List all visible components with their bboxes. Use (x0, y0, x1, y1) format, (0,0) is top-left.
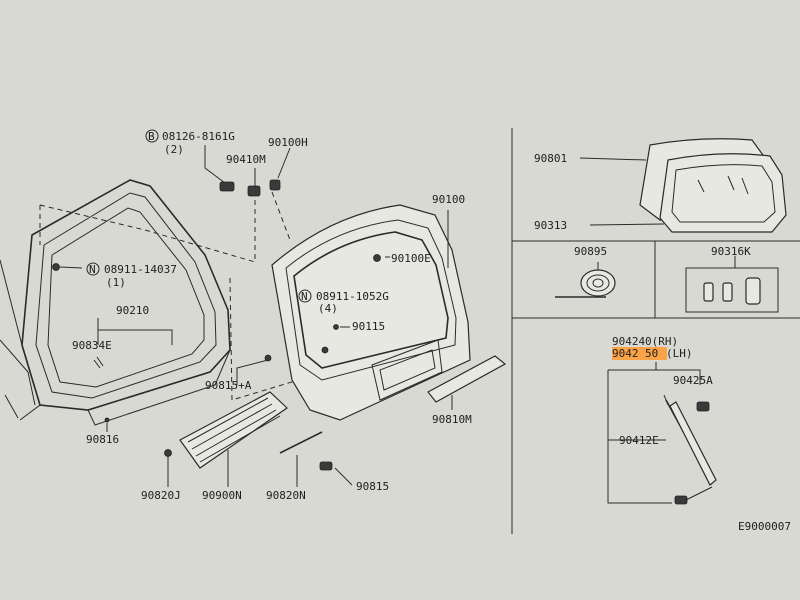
adhesive-roll (555, 262, 616, 298)
label-bolt-spec: 08126-8161G (162, 130, 235, 143)
label-90424-0-rh: 0(RH) (645, 335, 678, 348)
panel-dividers (511, 128, 800, 534)
small-fasteners (52, 179, 333, 471)
label-nut1-spec: 08911-14037 (104, 263, 177, 276)
leader-lines (59, 145, 453, 487)
nut-marker-icon: N (86, 262, 100, 276)
label-90815: 90815 (356, 480, 389, 493)
label-90895: 90895 (574, 245, 607, 258)
svg-text:N: N (89, 263, 96, 276)
svg-text:B: B (148, 130, 155, 143)
label-90820n: 90820N (266, 489, 306, 502)
vehicle-body-opening (0, 179, 231, 426)
label-90316k: 90316K (711, 245, 751, 258)
label-nut2-qty: (4) (318, 302, 338, 315)
label-90100h: 90100H (268, 136, 308, 149)
label-90100e: 90100E (391, 252, 431, 265)
label-90210: 90210 (116, 304, 149, 317)
svg-text:N: N (301, 290, 308, 303)
label-90810m: 90810M (432, 413, 472, 426)
sheet-code: E9000007 (738, 520, 791, 533)
label-90424-0: 90424 (612, 335, 645, 348)
label-90815a: 90815+A (205, 379, 252, 392)
label-90801: 90801 (534, 152, 567, 165)
label-90834e: 90834E (72, 339, 112, 352)
part-labels: 08126-8161G (2) 90100H 90410M 90100 9010… (72, 130, 791, 533)
label-90412e: 90412E (619, 434, 659, 447)
label-90410m: 90410M (226, 153, 266, 166)
back-door (264, 204, 471, 421)
label-90820j: 90820J (141, 489, 181, 502)
gas-stay (607, 362, 717, 505)
label-90115: 90115 (352, 320, 385, 333)
back-door-glass (579, 138, 787, 233)
label-90816: 90816 (86, 433, 119, 446)
clip-kit (685, 256, 779, 313)
label-90313: 90313 (534, 219, 567, 232)
part-highlight (612, 347, 667, 360)
label-90425-0-lh: (LH) (666, 347, 693, 360)
label-90425a: 90425A (673, 374, 713, 387)
door-garnish-strip (427, 355, 507, 403)
label-90425-0-highlight: 50 (645, 347, 658, 360)
label-nut1-qty: (1) (106, 276, 126, 289)
bolt-marker-icon: B (145, 129, 159, 143)
label-90425-0: 9042 (612, 347, 639, 360)
nut-marker-icon-2: N (298, 289, 312, 303)
label-90100: 90100 (432, 193, 465, 206)
label-90900n: 90900N (202, 489, 242, 502)
label-nut2-spec: 08911-1052G (316, 290, 389, 303)
label-bolt-qty: (2) (164, 143, 184, 156)
finisher-panel (179, 391, 288, 469)
